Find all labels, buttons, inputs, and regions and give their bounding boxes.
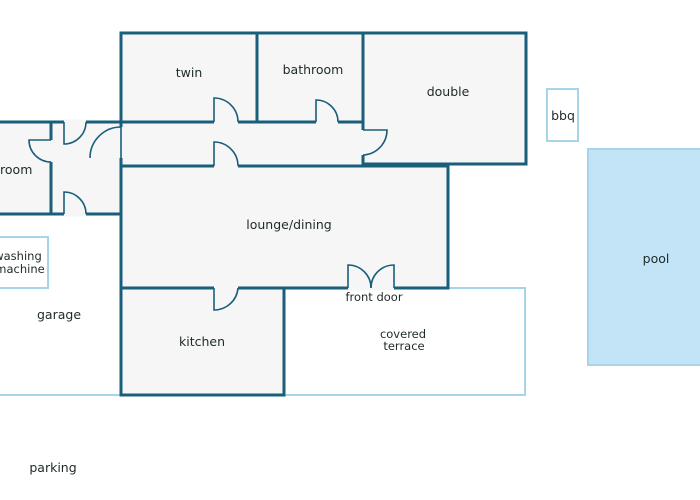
front-door-right-leaf (370, 264, 395, 289)
washing-machine-box (0, 236, 49, 289)
label-bathroom-top: bathroom (283, 62, 344, 77)
pool (587, 148, 700, 366)
room-bathroom-left (0, 120, 53, 216)
room-double (361, 31, 528, 166)
label-pool: pool (643, 251, 670, 266)
room-entry (49, 120, 123, 216)
door-bathroom-left (28, 139, 52, 163)
label-parking: parking (29, 460, 76, 475)
label-double: double (427, 84, 470, 99)
room-bathroom-top (255, 31, 365, 124)
label-front-door: front door (345, 290, 402, 304)
door-lounge-hall (213, 141, 239, 167)
label-washing: washing (0, 249, 42, 263)
door-hall-entry (89, 126, 122, 159)
door-entry-bottom (63, 191, 87, 215)
door-bathroom-top (315, 99, 339, 123)
room-hallway (119, 120, 365, 168)
label-twin: twin (176, 65, 203, 80)
label-terrace: terrace (383, 339, 424, 353)
door-entry-top (63, 121, 87, 145)
label-bbq: bbq (551, 108, 575, 123)
door-kitchen (213, 287, 239, 311)
label-kitchen: kitchen (179, 334, 225, 349)
door-twin (213, 97, 239, 123)
room-kitchen (119, 286, 286, 397)
indoor-rooms (0, 31, 528, 397)
door-swings (28, 97, 395, 311)
label-bathroom-left: bathroom (0, 162, 32, 177)
label-covered: covered (380, 327, 426, 341)
label-lounge-dining: lounge/dining (246, 217, 331, 232)
label-machine: machine (0, 262, 45, 276)
bbq-box (546, 88, 579, 142)
door-double (362, 129, 388, 156)
label-garage: garage (37, 307, 81, 322)
labels: twin bathroom double bathroom lounge/din… (0, 62, 669, 475)
